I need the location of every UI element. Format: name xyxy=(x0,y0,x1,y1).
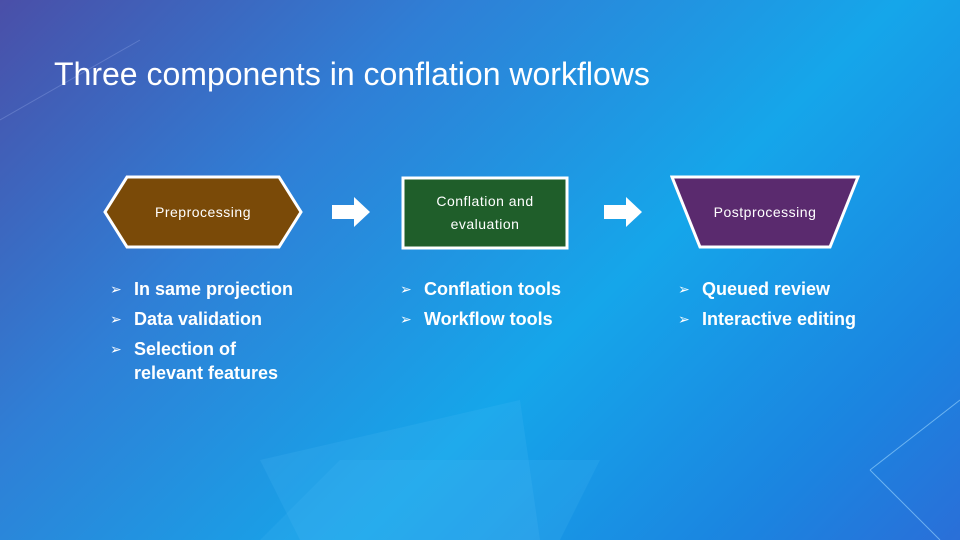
preprocessing-hexagon xyxy=(103,175,303,249)
list-item: ➢Interactive editing xyxy=(678,309,857,329)
bullet-arrow-icon: ➢ xyxy=(110,341,122,357)
conflation-rectangle xyxy=(401,176,569,250)
bullet-arrow-icon: ➢ xyxy=(400,311,412,327)
postprocessing-trapezoid xyxy=(670,175,860,249)
preprocessing-label: Preprocessing xyxy=(155,204,251,220)
preprocessing-bullets: ➢In same projection ➢Data validation ➢Se… xyxy=(110,277,320,391)
postprocessing-shape xyxy=(670,175,860,249)
postprocessing-bullets: ➢Queued review ➢Interactive editing xyxy=(678,277,898,337)
arrow-right-icon xyxy=(604,197,642,227)
list-item: ➢Queued review xyxy=(678,279,831,299)
list-item: ➢Conflation tools xyxy=(400,279,561,299)
bullet-arrow-icon: ➢ xyxy=(678,281,690,297)
conflation-bullets: ➢Conflation tools ➢Workflow tools xyxy=(400,277,600,337)
list-item: ➢Workflow tools xyxy=(400,309,553,329)
slide-title: Three components in conflation workflows xyxy=(54,56,650,92)
arrow-right-icon xyxy=(332,197,370,227)
list-item: ➢Data validation xyxy=(110,309,263,329)
postprocessing-label: Postprocessing xyxy=(713,204,817,220)
bullet-arrow-icon: ➢ xyxy=(110,281,122,297)
list-item: ➢In same projection xyxy=(110,279,294,299)
bullet-arrow-icon: ➢ xyxy=(678,311,690,327)
preprocessing-shape xyxy=(103,175,303,249)
list-item: ➢Selection of relevant features xyxy=(110,339,279,383)
bullet-arrow-icon: ➢ xyxy=(110,311,122,327)
conflation-label: Conflation and evaluation xyxy=(436,193,534,232)
bullet-arrow-icon: ➢ xyxy=(400,281,412,297)
conflation-shape xyxy=(401,176,569,250)
